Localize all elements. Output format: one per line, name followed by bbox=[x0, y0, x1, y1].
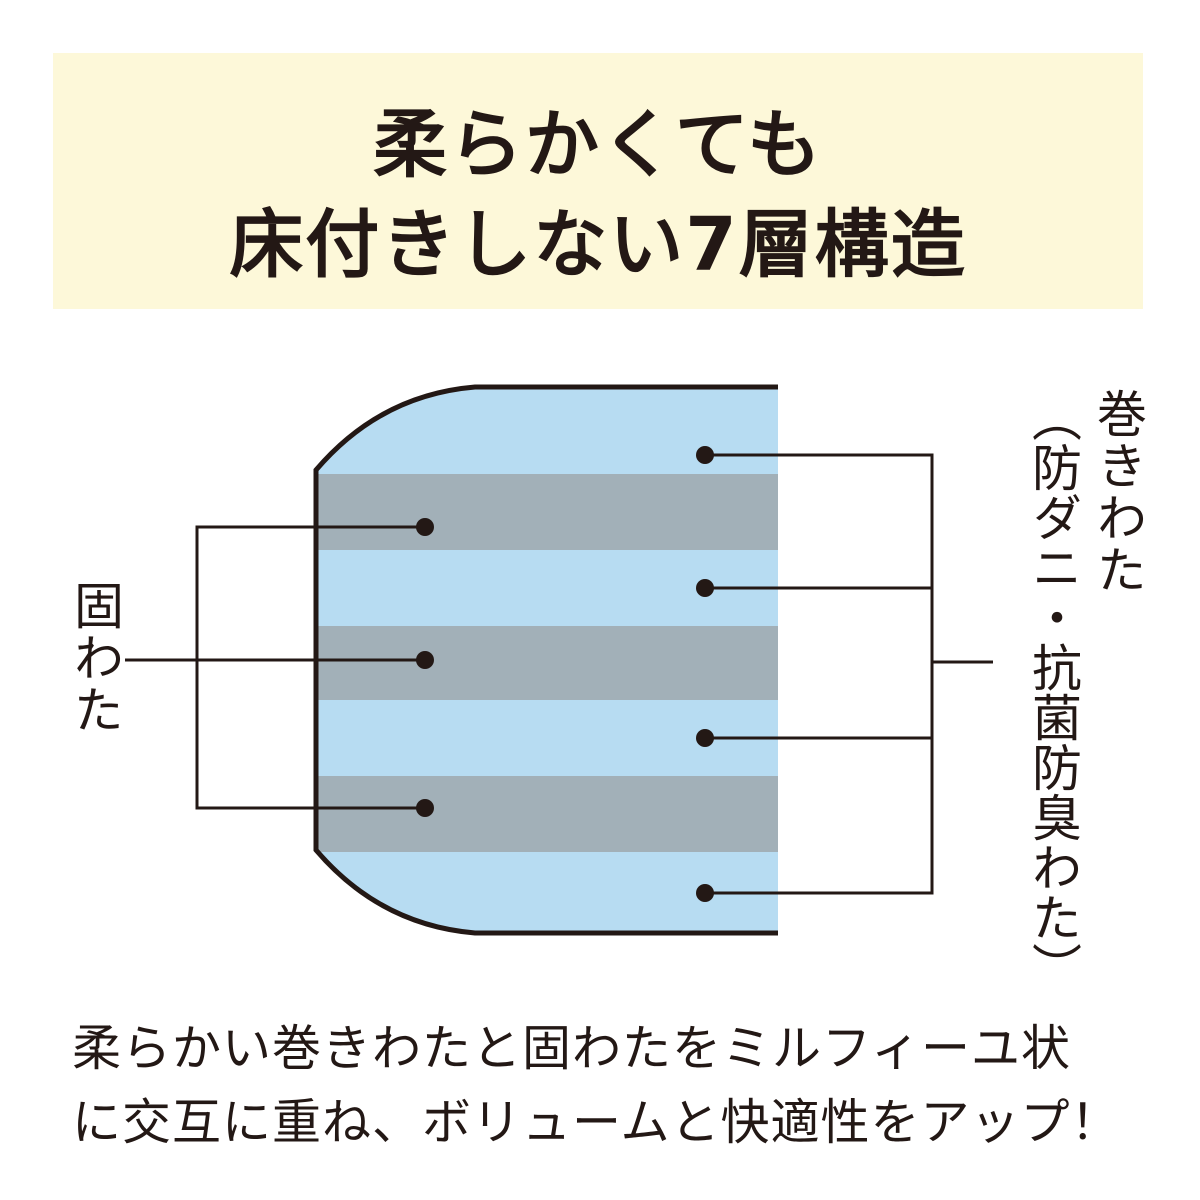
layer-6-gray bbox=[316, 776, 778, 852]
title-line-1: 柔らかくても bbox=[372, 102, 824, 188]
dot-hard-2 bbox=[416, 651, 434, 669]
title-banner: 柔らかくても 床付きしない7層構造 bbox=[53, 53, 1143, 309]
dot-soft-1 bbox=[696, 446, 714, 464]
label-hard-cotton: 固わた bbox=[66, 580, 124, 736]
title-line-2: 床付きしない7層構造 bbox=[229, 202, 967, 288]
dot-hard-1 bbox=[416, 518, 434, 536]
dot-soft-4 bbox=[696, 884, 714, 902]
caption: 柔らかい巻きわたと固わたをミルフィーユ状 に交互に重ね、ボリュームと快適性をアッ… bbox=[72, 1012, 1121, 1160]
dot-hard-3 bbox=[416, 799, 434, 817]
label-wrap-cotton: 巻きわた bbox=[1089, 388, 1147, 596]
left-leader-lines bbox=[125, 525, 425, 810]
layer-dots bbox=[416, 446, 714, 902]
layer-4-gray bbox=[316, 626, 778, 700]
caption-line-2: に交互に重ね、ボリュームと快適性をアップ！ bbox=[72, 1094, 1121, 1151]
layer-2-gray bbox=[316, 474, 778, 550]
right-leader-lines bbox=[705, 453, 993, 895]
dot-soft-2 bbox=[696, 579, 714, 597]
label-wrap-cotton-detail: （防ダニ・抗菌防臭わた） bbox=[1024, 392, 1082, 992]
dot-soft-3 bbox=[696, 729, 714, 747]
caption-line-1: 柔らかい巻きわたと固わたをミルフィーユ状 bbox=[72, 1020, 1072, 1077]
